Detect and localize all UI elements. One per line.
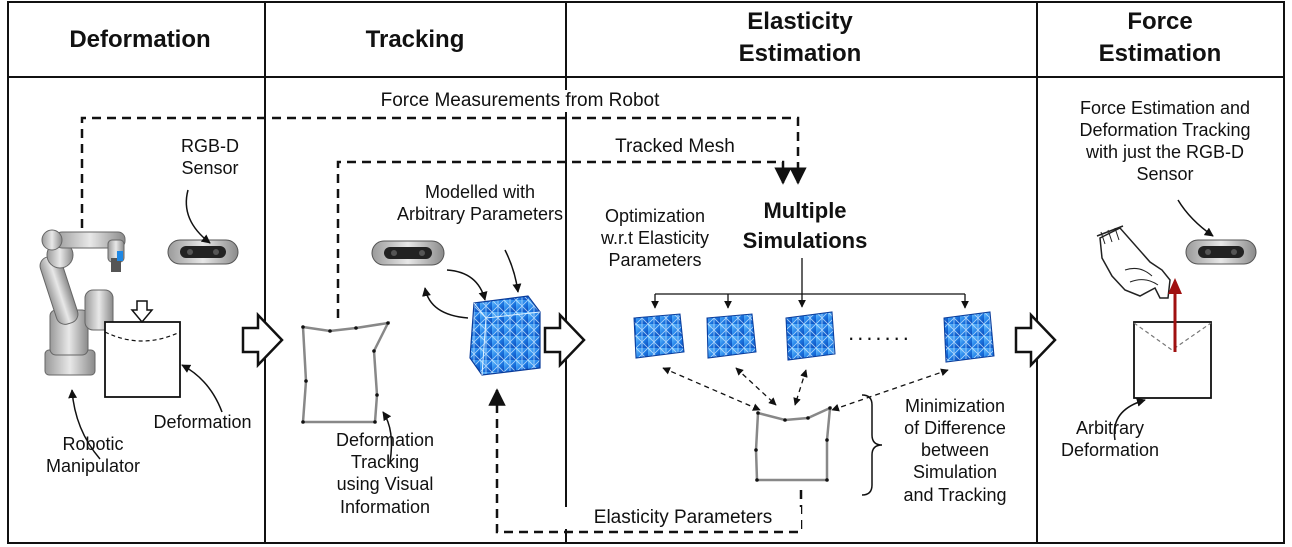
force-vector-arrow [1168, 278, 1182, 352]
deformable-object-2 [1133, 321, 1212, 399]
rgbd-sensor-icon-3 [1185, 239, 1257, 265]
sensor-pointer-arrow-3 [1177, 199, 1214, 237]
tracked-mesh-arrow [336, 160, 792, 318]
sensor-pointer-arrow [185, 189, 211, 244]
tracked-mesh-label: Tracked Mesh [580, 136, 770, 158]
flow-arrow-1 [241, 311, 284, 369]
rgbd-label-line1: RGB-D [181, 136, 239, 156]
tracked-mesh-outline-2 [754, 405, 832, 482]
tracking-pointer-arrow [382, 411, 393, 463]
modelled-label-line1: Modelled with [424, 182, 536, 202]
simulation-cube-3 [785, 311, 836, 361]
force-measurement-arrow [80, 116, 807, 228]
header-elasticity-line1: Elasticity [747, 8, 853, 35]
deformable-object-1 [104, 300, 181, 398]
multiple-simulations-line1: Multiple [763, 198, 847, 223]
minimization-brace [861, 394, 883, 496]
minimization-label-line5: and Tracking [903, 485, 1007, 505]
simulation-branch-lines [651, 258, 969, 309]
rgbd-label-line2: Sensor [181, 158, 239, 178]
header-force-line2: Estimation [1098, 40, 1222, 67]
force-estimation-desc-line1: Force Estimation and [1079, 98, 1251, 118]
robotic-manipulator-label-line2: Manipulator [45, 456, 141, 476]
simulation-cube-4 [943, 311, 995, 363]
force-estimation-desc-line2: Deformation Tracking [1079, 120, 1251, 140]
minimization-label-line4: Simulation [912, 462, 998, 482]
optimization-label-line2: w.r.t Elasticity [600, 228, 710, 248]
header-deformation: Deformation [69, 26, 211, 53]
arbitrary-pointer-arrow [1113, 397, 1146, 441]
robot-pointer-arrow [68, 389, 101, 460]
rgbd-sensor-icon [167, 239, 239, 265]
hand-image [1096, 225, 1171, 299]
force-estimation-desc-line4: Sensor [1136, 164, 1194, 184]
modelled-pointer-arrow [504, 249, 522, 293]
panel-frame [7, 1, 1285, 544]
robotic-manipulator-label-line1: Robotic [62, 434, 124, 454]
modelled-label-line2: Arbitrary Parameters [396, 204, 564, 224]
simulation-cube-1 [633, 313, 685, 359]
optimization-label-line1: Optimization [604, 206, 706, 226]
rgbd-sensor-icon-2 [371, 240, 445, 266]
elasticity-parameters-label: Elasticity Parameters [565, 507, 801, 529]
deformation-tracking-label-line3: using Visual [336, 474, 434, 494]
ellipsis-dots: ....... [848, 320, 912, 345]
header-tracking: Tracking [365, 26, 465, 53]
deformation-pointer-arrow [181, 364, 223, 413]
cube-to-sensor-arrow [422, 287, 469, 319]
minimization-label-line2: of Difference [904, 418, 1006, 438]
tracked-mesh-outline [301, 321, 391, 424]
elasticity-parameters-arrow [488, 388, 803, 534]
flow-arrow-2 [543, 311, 586, 369]
multiple-simulations-line2: Simulations [742, 228, 868, 253]
simulation-cube [469, 295, 541, 376]
header-elasticity-line2: Estimation [738, 40, 862, 67]
force-estimation-desc-line3: with just the RGB-D [1085, 142, 1245, 162]
force-measurements-label: Force Measurements from Robot [320, 90, 720, 112]
arbitrary-deformation-line2: Deformation [1060, 440, 1160, 460]
deformation-label: Deformation [153, 412, 252, 432]
deformation-tracking-label-line2: Tracking [350, 452, 420, 472]
flow-arrow-3 [1014, 311, 1057, 369]
robot-arm-image [39, 229, 126, 376]
simulation-cube-2 [706, 313, 757, 359]
deformation-tracking-label-line1: Deformation [335, 430, 435, 450]
header-force-line1: Force [1127, 8, 1193, 35]
sensor-to-cube-arrow [446, 269, 488, 301]
arbitrary-deformation-line1: Arbitrary [1075, 418, 1144, 438]
deformation-tracking-label-line4: Information [339, 497, 431, 517]
optimization-label-line3: Parameters [608, 250, 702, 270]
minimization-label-line3: between [920, 440, 990, 460]
minimization-label-line1: Minimization [904, 396, 1006, 416]
comparison-arrows [662, 367, 949, 412]
